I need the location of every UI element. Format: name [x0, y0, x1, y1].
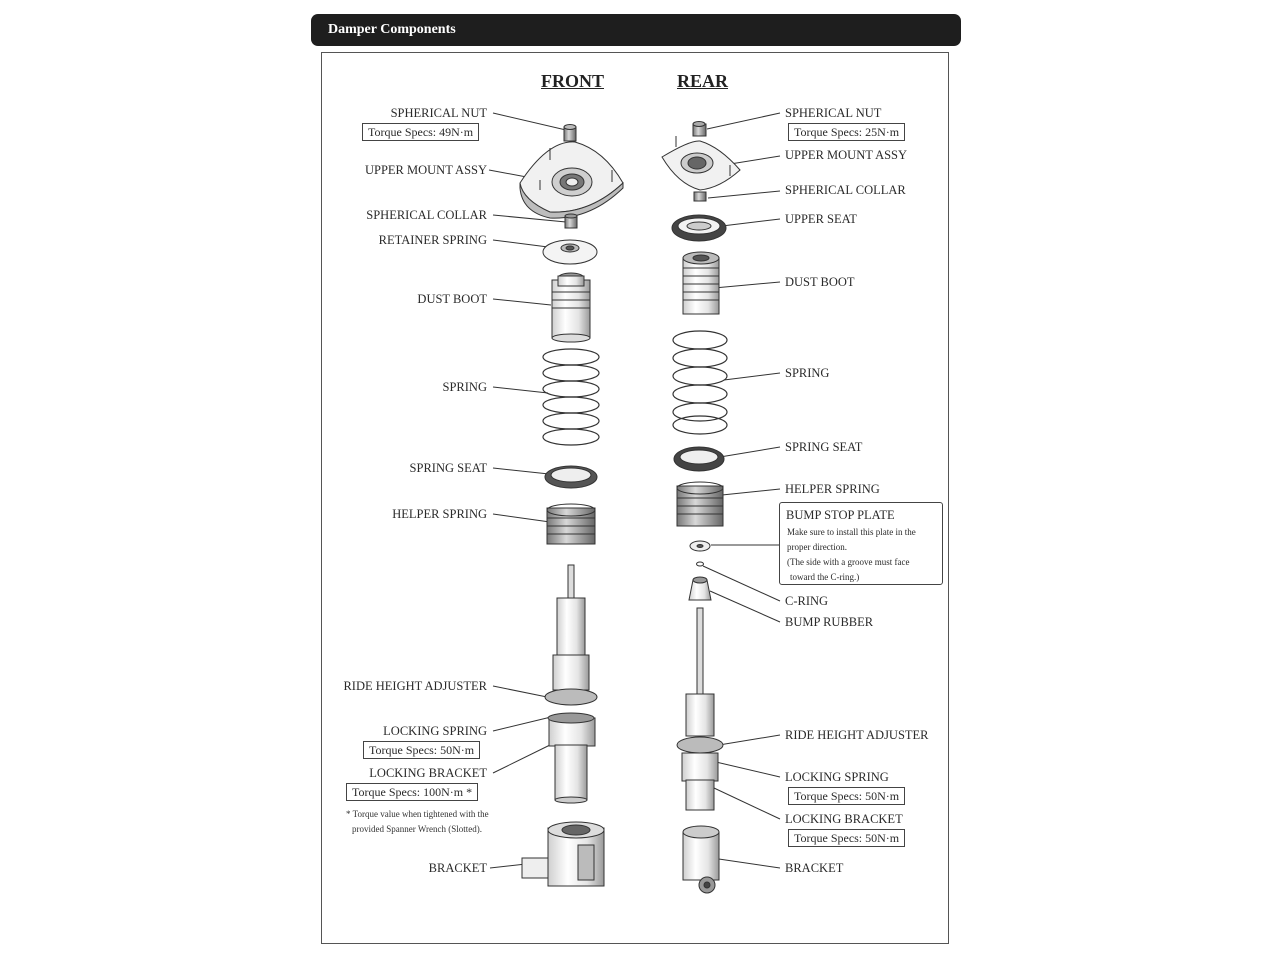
- bump-stop-note-line4: toward the C-ring.): [790, 572, 860, 582]
- front-column-title: FRONT: [541, 71, 604, 91]
- rear-label-spring-seat: SPRING SEAT: [785, 440, 863, 454]
- rear-main-spring: [672, 330, 728, 435]
- front-spherical-collar: [564, 213, 578, 229]
- bump-stop-note-line3: (The side with a groove must face: [787, 557, 910, 567]
- rear-spherical-collar: [693, 191, 707, 202]
- front-spherical-nut: [563, 124, 577, 142]
- rear-bump-stop-plate: [689, 540, 711, 552]
- front-label-bracket: BRACKET: [428, 861, 487, 875]
- front-retainer-spring: [542, 239, 598, 265]
- front-label-retainer-spring: RETAINER SPRING: [378, 233, 487, 247]
- front-parts: [519, 124, 624, 887]
- rear-c-ring: [696, 561, 704, 567]
- front-dust-boot: [551, 272, 591, 343]
- rear-spec-spherical-nut: Torque Specs: 25N·m: [788, 123, 906, 141]
- front-spec-spherical-nut: Torque Specs: 49N·m: [362, 123, 480, 141]
- rear-damper-body: [676, 607, 724, 811]
- bump-stop-plate-callout: BUMP STOP PLATE Make sure to install thi…: [779, 502, 943, 585]
- section-title: Damper Components: [328, 22, 456, 37]
- rear-label-locking-bracket: LOCKING BRACKET: [785, 812, 903, 826]
- rear-column-title: REAR: [677, 71, 729, 91]
- front-label-dust-boot: DUST BOOT: [417, 292, 487, 306]
- rear-spec-locking-bracket: Torque Specs: 50N·m: [788, 829, 906, 847]
- rear-upper-mount: [661, 136, 741, 191]
- rear-label-bracket: BRACKET: [785, 861, 844, 875]
- rear-label-bump-rubber: BUMP RUBBER: [785, 615, 874, 629]
- rear-label-ride-height-adjuster: RIDE HEIGHT ADJUSTER: [785, 728, 929, 742]
- rear-helper-spring: [676, 481, 724, 527]
- rear-label-dust-boot: DUST BOOT: [785, 275, 855, 289]
- front-helper-spring: [546, 503, 596, 545]
- front-footnote-line2: provided Spanner Wrench (Slotted).: [352, 824, 482, 834]
- front-upper-mount: [519, 141, 624, 219]
- front-label-spherical-collar: SPHERICAL COLLAR: [366, 208, 487, 222]
- rear-dust-boot: [682, 251, 720, 315]
- bump-stop-note-line1: Make sure to install this plate in the: [787, 527, 916, 537]
- front-label-spherical-nut: SPHERICAL NUT: [390, 106, 487, 120]
- front-damper-body: [544, 564, 598, 804]
- front-label-locking-spring: LOCKING SPRING: [383, 724, 487, 738]
- rear-spring-seat: [673, 446, 725, 472]
- rear-label-helper-spring: HELPER SPRING: [785, 482, 880, 496]
- rear-label-spherical-collar: SPHERICAL COLLAR: [785, 183, 906, 197]
- front-spec-locking-spring: Torque Specs: 50N·m: [363, 741, 481, 759]
- front-label-spring-seat: SPRING SEAT: [409, 461, 487, 475]
- front-spec-locking-bracket: Torque Specs: 100N·m *: [346, 783, 479, 801]
- rear-bump-rubber: [688, 576, 712, 601]
- rear-spherical-nut: [692, 121, 707, 137]
- rear-label-upper-mount: UPPER MOUNT ASSY: [785, 148, 908, 162]
- front-label-ride-height-adjuster: RIDE HEIGHT ADJUSTER: [343, 679, 487, 693]
- front-label-upper-mount: UPPER MOUNT ASSY: [364, 163, 487, 177]
- front-label-helper-spring: HELPER SPRING: [392, 507, 487, 521]
- front-footnote-line1: * Torque value when tightened with the: [346, 809, 489, 819]
- rear-label-locking-spring: LOCKING SPRING: [785, 770, 889, 784]
- rear-label-c-ring: C-RING: [785, 594, 829, 608]
- diagram-frame: [321, 52, 949, 944]
- front-bracket: [521, 821, 605, 887]
- front-label-locking-bracket: LOCKING BRACKET: [369, 766, 487, 780]
- rear-upper-seat: [671, 214, 727, 242]
- rear-label-spherical-nut: SPHERICAL NUT: [785, 106, 882, 120]
- bump-stop-note-line2: proper direction.: [787, 542, 847, 552]
- rear-parts: [661, 121, 741, 894]
- rear-label-bump-stop-plate: BUMP STOP PLATE: [786, 508, 895, 522]
- bump-stop-plate-note: Make sure to install this plate in the p…: [787, 525, 916, 585]
- front-label-spring: SPRING: [442, 380, 487, 394]
- rear-label-upper-seat: UPPER SEAT: [785, 212, 857, 226]
- front-spring-seat: [544, 465, 598, 489]
- front-main-spring: [542, 348, 600, 446]
- rear-label-spring: SPRING: [785, 366, 830, 380]
- section-header: Damper Components: [311, 14, 961, 46]
- leader-lines: [488, 112, 781, 869]
- rear-bracket: [682, 825, 720, 894]
- rear-spec-locking-spring: Torque Specs: 50N·m: [788, 787, 906, 805]
